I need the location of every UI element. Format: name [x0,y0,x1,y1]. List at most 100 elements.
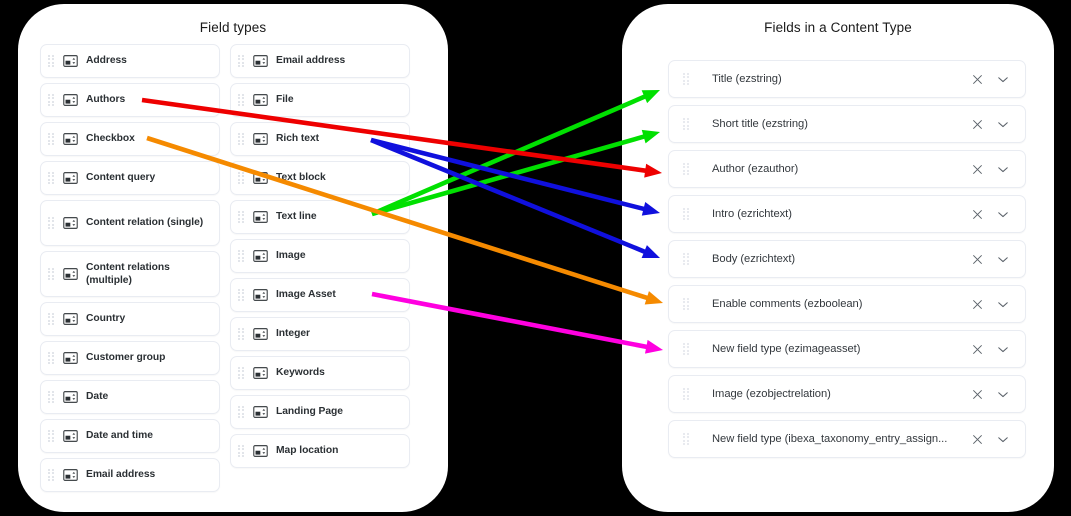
drag-handle-icon[interactable] [238,249,245,263]
field-type-icon [253,211,268,223]
content-type-field-row[interactable]: Intro (ezrichtext) [668,195,1026,233]
drag-handle-icon[interactable] [683,297,690,311]
field-type-label: Date [86,391,109,403]
field-type-card[interactable]: Checkbox [40,122,220,156]
content-type-field-row[interactable]: Short title (ezstring) [668,105,1026,143]
field-type-icon [63,352,78,364]
drag-handle-icon[interactable] [683,162,690,176]
close-icon[interactable] [967,429,987,449]
field-type-card[interactable]: Authors [40,83,220,117]
close-icon[interactable] [967,114,987,134]
drag-handle-icon[interactable] [48,216,55,230]
drag-handle-icon[interactable] [238,132,245,146]
chevron-down-icon[interactable] [993,69,1013,89]
field-type-card[interactable]: Landing Page [230,395,410,429]
close-icon[interactable] [967,204,987,224]
drag-handle-icon[interactable] [683,252,690,266]
field-type-card[interactable]: Customer group [40,341,220,375]
field-type-card[interactable]: Content relations (multiple) [40,251,220,297]
field-type-card[interactable]: Rich text [230,122,410,156]
content-type-field-label: New field type (ezimageasset) [712,343,861,355]
drag-handle-icon[interactable] [238,210,245,224]
field-type-card[interactable]: Address [40,44,220,78]
content-type-field-label: Title (ezstring) [712,73,782,85]
field-type-card[interactable]: Integer [230,317,410,351]
content-type-field-row[interactable]: Image (ezobjectrelation) [668,375,1026,413]
field-type-label: Image Asset [276,289,336,301]
drag-handle-icon[interactable] [683,342,690,356]
field-type-card[interactable]: Keywords [230,356,410,390]
drag-handle-icon[interactable] [48,54,55,68]
field-type-icon [253,289,268,301]
chevron-down-icon[interactable] [993,159,1013,179]
field-type-card[interactable]: Email address [40,458,220,492]
drag-handle-icon[interactable] [238,366,245,380]
chevron-down-icon[interactable] [993,384,1013,404]
field-type-card[interactable]: Date [40,380,220,414]
field-type-card[interactable]: Image Asset [230,278,410,312]
content-type-fields-panel-title: Fields in a Content Type [764,20,912,35]
field-type-label: Integer [276,328,310,340]
drag-handle-icon[interactable] [683,117,690,131]
content-type-field-row[interactable]: New field type (ibexa_taxonomy_entry_ass… [668,420,1026,458]
field-type-label: Text block [276,172,326,184]
drag-handle-icon[interactable] [238,54,245,68]
chevron-down-icon[interactable] [993,339,1013,359]
drag-handle-icon[interactable] [48,351,55,365]
field-type-icon [63,55,78,67]
drag-handle-icon[interactable] [48,93,55,107]
field-type-icon [253,328,268,340]
close-icon[interactable] [967,339,987,359]
drag-handle-icon[interactable] [48,267,55,281]
field-type-card[interactable]: Map location [230,434,410,468]
chevron-down-icon[interactable] [993,249,1013,269]
drag-handle-icon[interactable] [238,444,245,458]
drag-handle-icon[interactable] [48,312,55,326]
field-type-card[interactable]: Content query [40,161,220,195]
content-type-field-row[interactable]: Author (ezauthor) [668,150,1026,188]
chevron-down-icon[interactable] [993,204,1013,224]
close-icon[interactable] [967,294,987,314]
drag-handle-icon[interactable] [238,405,245,419]
chevron-down-icon[interactable] [993,114,1013,134]
field-type-card[interactable]: Email address [230,44,410,78]
drag-handle-icon[interactable] [48,132,55,146]
field-type-card[interactable]: Image [230,239,410,273]
content-type-field-label: New field type (ibexa_taxonomy_entry_ass… [712,433,948,445]
content-type-field-label: Enable comments (ezboolean) [712,298,863,310]
drag-handle-icon[interactable] [238,288,245,302]
field-type-label: Content relations (multiple) [86,261,170,286]
drag-handle-icon[interactable] [48,468,55,482]
field-type-card[interactable]: Text line [230,200,410,234]
field-type-label: Landing Page [276,406,343,418]
drag-handle-icon[interactable] [48,171,55,185]
drag-handle-icon[interactable] [683,387,690,401]
content-type-field-row[interactable]: New field type (ezimageasset) [668,330,1026,368]
content-type-field-row[interactable]: Body (ezrichtext) [668,240,1026,278]
drag-handle-icon[interactable] [683,72,690,86]
chevron-down-icon[interactable] [993,294,1013,314]
field-type-label: Email address [86,469,156,481]
field-type-card[interactable]: File [230,83,410,117]
drag-handle-icon[interactable] [48,429,55,443]
close-icon[interactable] [967,249,987,269]
field-type-card[interactable]: Country [40,302,220,336]
close-icon[interactable] [967,69,987,89]
field-type-label: Authors [86,94,126,106]
field-type-card[interactable]: Text block [230,161,410,195]
field-type-icon [253,250,268,262]
drag-handle-icon[interactable] [683,207,690,221]
content-type-field-row[interactable]: Enable comments (ezboolean) [668,285,1026,323]
close-icon[interactable] [967,384,987,404]
drag-handle-icon[interactable] [683,432,690,446]
drag-handle-icon[interactable] [238,171,245,185]
drag-handle-icon[interactable] [48,390,55,404]
close-icon[interactable] [967,159,987,179]
chevron-down-icon[interactable] [993,429,1013,449]
drag-handle-icon[interactable] [238,327,245,341]
field-type-card[interactable]: Date and time [40,419,220,453]
content-type-field-row[interactable]: Title (ezstring) [668,60,1026,98]
field-type-card[interactable]: Content relation (single) [40,200,220,246]
drag-handle-icon[interactable] [238,93,245,107]
content-type-fields-panel: Fields in a Content Type Title (ezstring… [622,4,1054,512]
